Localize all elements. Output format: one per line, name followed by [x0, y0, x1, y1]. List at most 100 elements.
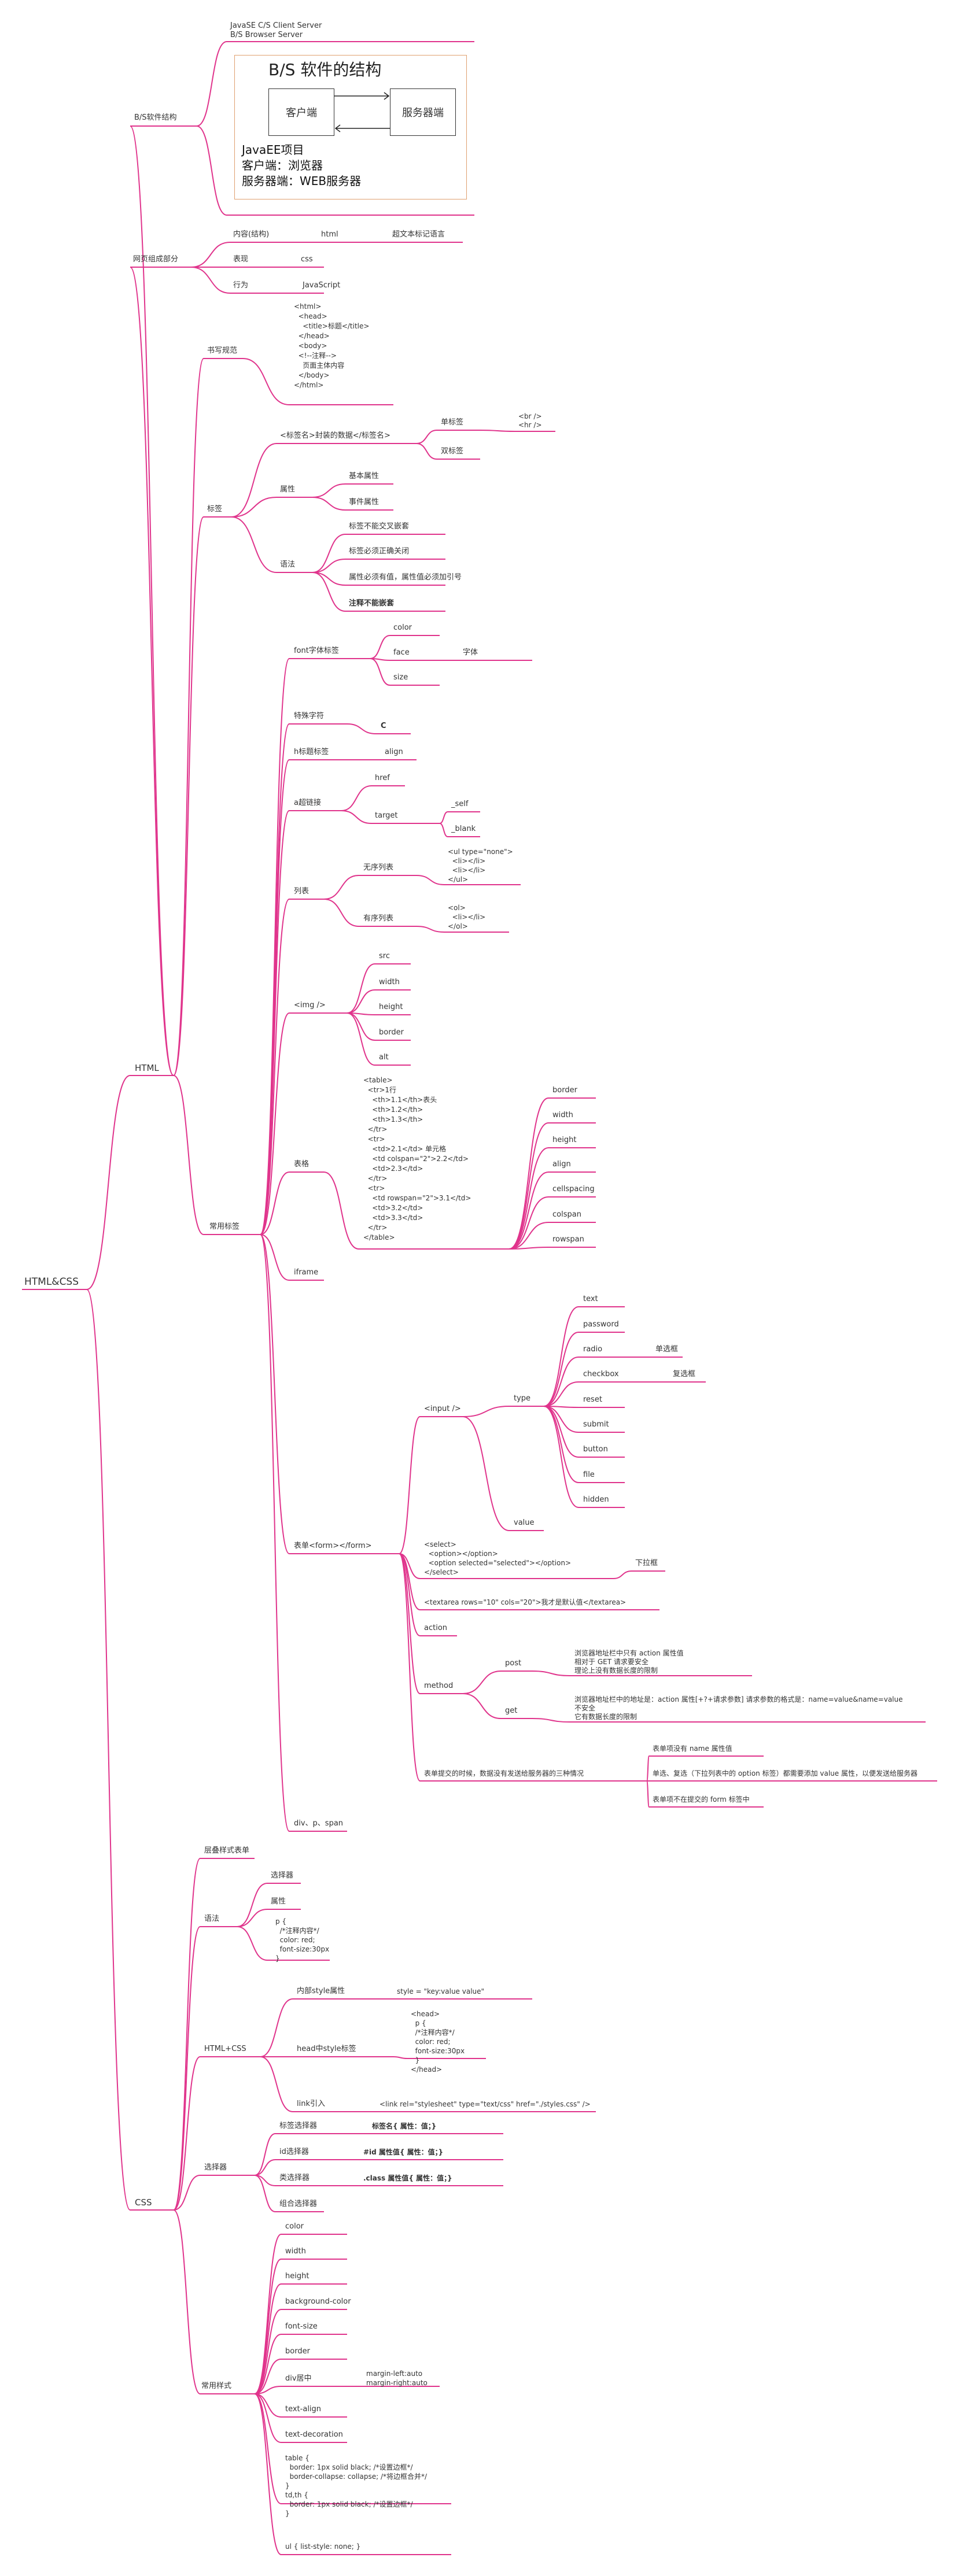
node-bs-structure[interactable]: B/S软件结构 [134, 113, 177, 122]
node-part-style-tech[interactable]: css [301, 255, 313, 264]
node-event-attr[interactable]: 事件属性 [349, 498, 379, 507]
node-a-target[interactable]: target [375, 811, 398, 820]
node-table-colspan[interactable]: colspan [552, 1210, 581, 1219]
node-common-styles[interactable]: 常用样式 [201, 2382, 232, 2390]
node-font-tag[interactable]: font字体标签 [294, 646, 339, 655]
node-submit-case-name[interactable]: 表单项没有 name 属性值 [653, 1745, 732, 1753]
node-tag-format[interactable]: <标签名>封装的数据</标签名> [280, 431, 390, 440]
node-table-cellspacing[interactable]: cellspacing [552, 1185, 595, 1193]
node-syntax-close[interactable]: 标签必须正确关闭 [349, 547, 410, 556]
node-style-height[interactable]: height [285, 2272, 309, 2281]
node-type-reset[interactable]: reset [583, 1395, 602, 1404]
node-img-src[interactable]: src [379, 952, 390, 960]
node-table-align[interactable]: align [552, 1160, 571, 1169]
node-class-selector[interactable]: 类选择器 [279, 2174, 310, 2182]
node-table-height[interactable]: height [552, 1136, 577, 1144]
node-style-div-center[interactable]: div居中 [285, 2374, 312, 2383]
node-css[interactable]: CSS [135, 2197, 152, 2208]
node-checkbox-note[interactable]: 复选框 [673, 1370, 696, 1378]
node-type-radio[interactable]: radio [583, 1345, 603, 1354]
node-img-height[interactable]: height [379, 1003, 403, 1011]
node-common-tags[interactable]: 常用标签 [209, 1222, 240, 1231]
node-css-property[interactable]: 属性 [271, 1897, 286, 1906]
node-page-parts[interactable]: 网页组成部分 [133, 255, 179, 264]
node-method-get[interactable]: get [505, 1706, 518, 1715]
node-img-alt[interactable]: alt [379, 1053, 389, 1062]
node-tag-syntax[interactable]: 语法 [280, 560, 296, 569]
node-type-text[interactable]: text [583, 1295, 598, 1303]
node-ol[interactable]: 有序列表 [363, 914, 394, 923]
node-group-selector[interactable]: 组合选择器 [279, 2200, 318, 2208]
node-type-submit[interactable]: submit [583, 1420, 609, 1429]
node-target-blank[interactable]: _blank [451, 825, 476, 833]
node-css-syntax[interactable]: 语法 [204, 1915, 220, 1923]
node-part-content[interactable]: 内容(结构) [233, 230, 270, 239]
node-html[interactable]: HTML [135, 1063, 159, 1073]
node-part-behavior-tech[interactable]: JavaScript [303, 281, 341, 290]
node-html-css[interactable]: HTML+CSS [204, 2045, 246, 2053]
node-part-content-tech[interactable]: html [321, 230, 338, 239]
node-basic-attr[interactable]: 基本属性 [349, 472, 379, 481]
node-font-face[interactable]: face [393, 648, 410, 657]
node-style-font-size[interactable]: font-size [285, 2322, 318, 2331]
node-submit-cases[interactable]: 表单提交的时候，数据没有发送给服务器的三种情况 [424, 1769, 584, 1777]
node-iframe[interactable]: iframe [294, 1268, 319, 1277]
node-writing-spec[interactable]: 书写规范 [207, 346, 238, 355]
node-heading-align[interactable]: align [385, 748, 403, 756]
node-single-tag[interactable]: 单标签 [441, 418, 464, 427]
node-special-char[interactable]: 特殊字符 [294, 712, 325, 720]
node-type-hidden[interactable]: hidden [583, 1495, 609, 1504]
node-radio-note[interactable]: 单选框 [655, 1345, 679, 1354]
node-img-tag[interactable]: <img /> [294, 1001, 326, 1010]
node-style-text-decoration[interactable]: text-decoration [285, 2430, 343, 2439]
node-syntax-quote[interactable]: 属性必须有值，属性值必须加引号 [349, 573, 462, 582]
node-style-color[interactable]: color [285, 2222, 304, 2231]
node-type-checkbox[interactable]: checkbox [583, 1370, 619, 1378]
node-style-text-align[interactable]: text-align [285, 2405, 322, 2414]
node-submit-case-form[interactable]: 表单项不在提交的 form 标签中 [653, 1795, 750, 1803]
node-method-post[interactable]: post [505, 1659, 522, 1668]
node-a-href[interactable]: href [375, 774, 390, 782]
node-css-selector[interactable]: 选择器 [271, 1871, 294, 1880]
node-input-type[interactable]: type [514, 1394, 531, 1403]
node-tag[interactable]: 标签 [207, 505, 223, 513]
node-selectors[interactable]: 选择器 [204, 2163, 227, 2172]
node-font-size[interactable]: size [393, 673, 408, 682]
node-form-method[interactable]: method [424, 1681, 454, 1690]
node-div-p-span[interactable]: div、p、span [294, 1819, 344, 1828]
node-form[interactable]: 表单<form></form> [294, 1542, 372, 1550]
node-style-width[interactable]: width [285, 2247, 306, 2256]
node-list[interactable]: 列表 [294, 887, 309, 896]
node-table-rowspan[interactable]: rowspan [552, 1235, 584, 1244]
node-input-value[interactable]: value [514, 1518, 535, 1527]
node-font-color[interactable]: color [393, 623, 412, 632]
node-target-self[interactable]: _self [451, 800, 469, 808]
node-heading-tag[interactable]: h标题标签 [294, 748, 329, 756]
node-input[interactable]: <input /> [424, 1405, 461, 1413]
node-table-border[interactable]: border [552, 1086, 577, 1095]
node-bs-browser[interactable]: B/S Browser Server [230, 31, 303, 39]
node-syntax-comment[interactable]: 注释不能嵌套 [349, 599, 395, 608]
node-font-face-note[interactable]: 字体 [463, 648, 478, 657]
node-style-background[interactable]: background-color [285, 2297, 351, 2306]
node-type-password[interactable]: password [583, 1320, 619, 1329]
node-type-button[interactable]: button [583, 1445, 608, 1454]
root-node[interactable]: HTML&CSS [24, 1276, 79, 1288]
node-css-intro[interactable]: 层叠样式表单 [204, 1846, 250, 1855]
node-part-style[interactable]: 表现 [233, 255, 249, 264]
node-javase-cs[interactable]: JavaSE C/S Client Server [230, 21, 322, 30]
node-table-width[interactable]: width [552, 1111, 573, 1119]
node-part-content-note[interactable]: 超文本标记语言 [392, 230, 445, 239]
node-type-file[interactable]: file [583, 1470, 595, 1479]
node-id-selector[interactable]: id选择器 [279, 2148, 309, 2156]
node-double-tag[interactable]: 双标签 [441, 447, 464, 456]
node-special-c[interactable]: C [381, 722, 386, 730]
node-inline-style[interactable]: 内部style属性 [297, 1987, 345, 1995]
node-img-border[interactable]: border [379, 1028, 404, 1037]
node-head-style[interactable]: head中style标签 [297, 2045, 356, 2053]
node-img-width[interactable]: width [379, 978, 400, 986]
node-tag-selector[interactable]: 标签选择器 [279, 2122, 318, 2130]
node-part-behavior[interactable]: 行为 [233, 281, 249, 290]
node-tag-attr[interactable]: 属性 [280, 485, 296, 494]
node-submit-case-value[interactable]: 单选、复选（下拉列表中的 option 标签）都需要添加 value 属性，以便… [653, 1769, 918, 1777]
